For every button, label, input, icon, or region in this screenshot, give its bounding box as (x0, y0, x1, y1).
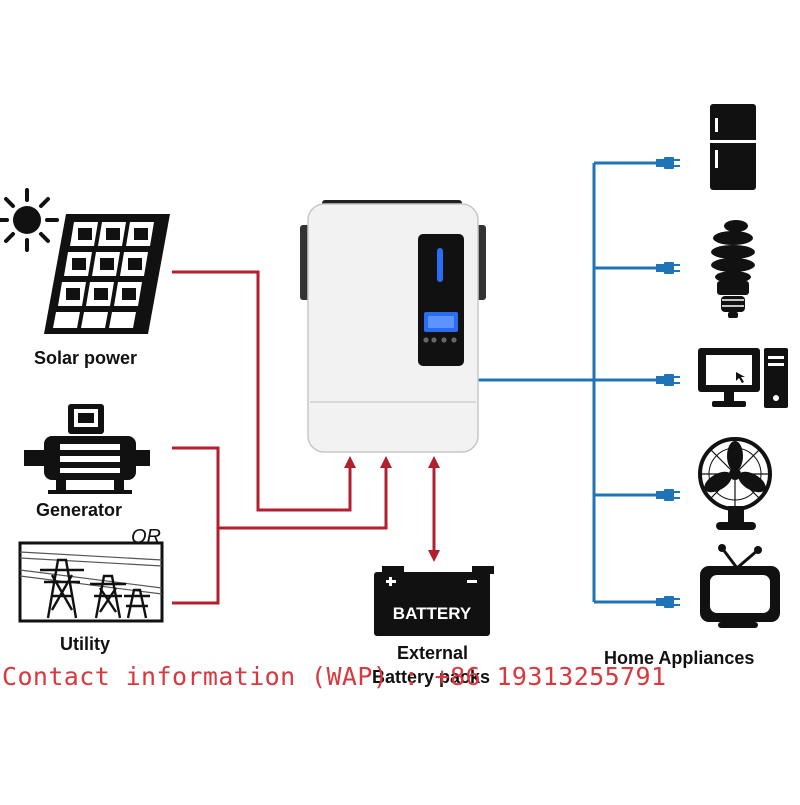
home-appliances-label: Home Appliances (604, 648, 755, 668)
bulb-icon (711, 220, 755, 318)
battery-caption-line1: External (397, 643, 469, 663)
inverter-icon (300, 200, 486, 453)
solar-panel-icon (44, 214, 170, 334)
contact-watermark: Contact information (WAP) : +86 19313255… (2, 662, 667, 691)
utility-tower-icon (18, 541, 164, 623)
plug-icon (656, 157, 680, 608)
utility-label: Utility (60, 634, 111, 654)
battery-icon: BATTERY (374, 566, 494, 636)
computer-icon (698, 348, 788, 408)
or-label: OR (131, 526, 161, 548)
fan-icon (698, 437, 772, 530)
solar-power-label: Solar power (34, 348, 138, 368)
battery-text: BATTERY (393, 604, 472, 623)
output-wiring (478, 161, 660, 604)
battery-caption-line2: Battery packs (372, 667, 491, 687)
input-wiring (172, 270, 440, 605)
generator-icon (24, 404, 150, 494)
generator-label: Generator (36, 500, 123, 520)
fridge-icon (710, 104, 756, 190)
tv-icon (700, 544, 780, 628)
sun-icon (0, 188, 59, 252)
